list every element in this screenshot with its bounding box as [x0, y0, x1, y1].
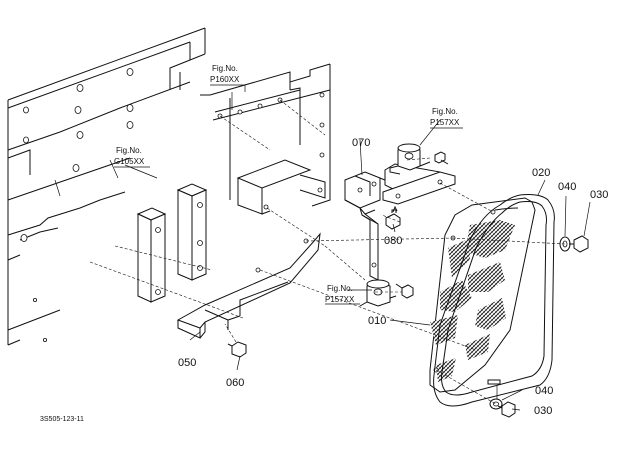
- part-070-bracket: [344, 171, 396, 281]
- screw-mid-clip: [395, 283, 414, 299]
- spacer-blocks: [136, 183, 208, 303]
- callout-010: 010: [368, 315, 386, 327]
- part-030-screw-top: [569, 235, 589, 253]
- figref-p157-top-label: Fig.No.: [432, 107, 458, 116]
- callout-040-bottom: 040: [535, 385, 553, 397]
- part-010-window-glass: [429, 197, 536, 393]
- cab-pillar-mount: [200, 63, 331, 215]
- clip-top: [389, 143, 431, 175]
- figref-p157-mid: Fig.No. P157XX: [325, 284, 360, 305]
- drawing-number: 3S505-123-11: [40, 416, 84, 423]
- callout-070: 070: [352, 137, 370, 149]
- figref-p160-code: P160XX: [210, 75, 240, 84]
- callout-060: 060: [226, 377, 244, 389]
- callout-020: 020: [532, 167, 550, 179]
- figref-g105-code: G105XX: [114, 157, 145, 166]
- screw-top-clip: [434, 151, 449, 165]
- callout-040-top: 040: [558, 181, 576, 193]
- figref-p157-top: Fig.No. P157XX: [430, 107, 463, 129]
- part-020-seal: [433, 194, 555, 407]
- figref-g105: Fig.No. G105XX: [114, 146, 150, 168]
- figref-p157-mid-code: P157XX: [325, 295, 355, 304]
- callout-030-top: 030: [590, 189, 608, 201]
- upper-mount-plate: [382, 163, 456, 205]
- part-080-bolt: [385, 205, 401, 230]
- figref-g105-label: Fig.No.: [116, 146, 142, 155]
- callout-030-bottom: 030: [534, 405, 552, 417]
- figref-p160-label: Fig.No.: [212, 64, 238, 73]
- clip-mid: [359, 279, 397, 307]
- part-030-screw-bottom: [497, 401, 516, 418]
- part-040-washer-top: [559, 236, 571, 252]
- figref-p160: Fig.No. P160XX: [210, 64, 246, 92]
- figref-p157-mid-label: Fig.No.: [327, 284, 353, 293]
- callout-080: 080: [384, 235, 402, 247]
- callout-050: 050: [178, 357, 196, 369]
- part-060-bolt: [227, 341, 247, 358]
- tractor-frame: [7, 27, 206, 346]
- assembly-guide-lines: [89, 99, 566, 405]
- figref-p157-top-code: P157XX: [430, 118, 460, 127]
